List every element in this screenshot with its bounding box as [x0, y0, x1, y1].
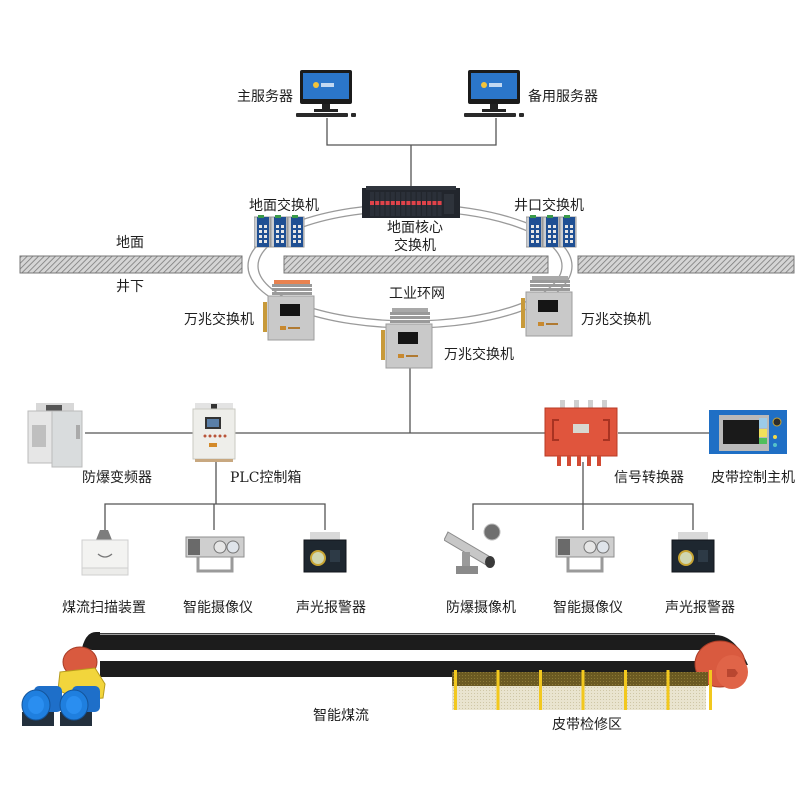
gigabit-switch-left-label: 万兆交换机 [184, 312, 254, 328]
smart-camera-right-icon[interactable] [554, 533, 616, 575]
gigabit-switch-center-icon[interactable] [380, 308, 438, 370]
ground-bar-center [283, 255, 549, 274]
right-group-item-0-label: 防爆摄像机 [446, 600, 516, 616]
smart-coal-flow-label: 智能煤流 [313, 708, 369, 724]
right-group-item-1-label: 智能摄像仪 [553, 600, 623, 616]
signal-converter-label: 信号转换器 [614, 470, 684, 486]
smart-camera-left-icon[interactable] [184, 533, 246, 575]
gigabit-switch-center-label: 万兆交换机 [444, 347, 514, 363]
guard-post [666, 670, 670, 710]
backup-server-label: 备用服务器 [528, 89, 598, 105]
maintenance-guard [452, 672, 708, 710]
conveyor-belt [82, 632, 748, 677]
core-switch-icon[interactable] [362, 186, 460, 220]
underground-zone-label: 井下 [116, 279, 144, 295]
surface-switch-label: 地面交换机 [249, 198, 319, 214]
guard-posts [454, 670, 712, 710]
guard-post [581, 670, 585, 710]
belt-control-host-label: 皮带控制主机 [711, 470, 795, 486]
ground-bar-right [577, 255, 795, 274]
guard-post [454, 670, 457, 710]
surface-zone-label: 地面 [116, 235, 144, 251]
ground-bar-left [19, 255, 243, 274]
plc-control-box-icon[interactable] [191, 403, 237, 463]
signal-converter-icon[interactable] [541, 400, 621, 470]
surface-switch-icon[interactable] [253, 215, 310, 249]
sound-light-alarm-right-icon[interactable] [668, 532, 718, 576]
server-links [326, 118, 497, 188]
shaft-switch-icon[interactable] [525, 215, 582, 249]
plc-label: PLC控制箱 [230, 470, 302, 486]
drive-motors [21, 686, 100, 726]
coal-flow-scanner-icon[interactable] [78, 528, 134, 578]
left-group-item-0-label: 煤流扫描装置 [62, 600, 146, 616]
right-group-item-2-label: 声光报警器 [665, 600, 735, 616]
guard-post [539, 670, 542, 710]
main-server-label: 主服务器 [237, 89, 293, 105]
sound-light-alarm-left-icon[interactable] [300, 532, 350, 576]
distribution-links [85, 368, 712, 530]
explosion-proof-camera-icon[interactable] [443, 522, 504, 578]
guard-post [709, 670, 712, 710]
inverter-label: 防爆变频器 [82, 470, 152, 486]
guard-post [624, 670, 627, 710]
core-switch-label-line2: 交换机 [394, 238, 436, 254]
guard-post [496, 670, 500, 710]
belt-control-host-icon[interactable] [709, 410, 789, 456]
belt-maintenance-zone-label: 皮带检修区 [552, 717, 622, 733]
gigabit-switch-left-icon[interactable] [262, 280, 320, 342]
left-group-item-2-label: 声光报警器 [296, 600, 366, 616]
industrial-ring-label: 工业环网 [389, 286, 445, 302]
left-group-item-1-label: 智能摄像仪 [183, 600, 253, 616]
backup-server-icon[interactable] [464, 70, 526, 120]
core-switch-label-line1: 地面核心 [387, 220, 443, 236]
explosion-proof-inverter-icon[interactable] [26, 403, 86, 469]
gigabit-switch-right-icon[interactable] [520, 276, 578, 338]
shaft-switch-label: 井口交换机 [514, 198, 584, 214]
main-server-icon[interactable] [296, 70, 358, 120]
gigabit-switch-right-label: 万兆交换机 [581, 312, 651, 328]
